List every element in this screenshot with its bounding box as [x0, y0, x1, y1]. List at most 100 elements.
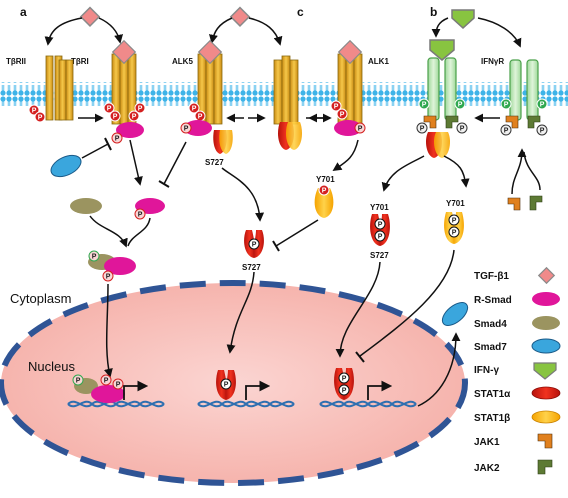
svg-text:P: P — [32, 108, 37, 115]
svg-text:P: P — [107, 106, 112, 113]
svg-text:P: P — [358, 126, 363, 133]
svg-text:P: P — [452, 218, 457, 225]
svg-text:P: P — [340, 112, 345, 119]
ifng-chevron-icon — [533, 362, 557, 380]
panel-label-a: a — [20, 5, 27, 19]
svg-text:P: P — [252, 242, 257, 249]
receptor-alk1-complex: P P P — [330, 39, 366, 136]
svg-text:P: P — [504, 128, 509, 135]
receptor-label-alk5: ALK5 — [172, 57, 193, 66]
jak2-hook-icon — [537, 459, 553, 475]
stat1-beta-dimer-b: P P — [444, 212, 464, 244]
rsmad-oval-icon — [532, 292, 560, 306]
legend-label-smad7: Smad7 — [474, 342, 507, 353]
svg-text:P: P — [132, 114, 137, 121]
svg-text:P: P — [452, 230, 457, 237]
svg-text:P: P — [138, 106, 143, 113]
svg-text:P: P — [422, 102, 427, 109]
svg-text:P: P — [420, 126, 425, 133]
svg-text:P: P — [116, 382, 121, 389]
svg-text:P: P — [460, 126, 465, 133]
svg-text:P: P — [504, 102, 509, 109]
legend-label-tgfb1: TGF-β1 — [474, 271, 509, 282]
smad4-oval-icon — [532, 316, 560, 330]
rsmad-phospho-a: P — [134, 198, 165, 220]
smad7-molecule-exported — [441, 302, 469, 326]
site-y701-dimer-b1: Y701 — [370, 203, 389, 212]
smad4-molecule-a — [70, 198, 102, 214]
svg-text:P: P — [92, 254, 97, 261]
legend-label-jak2: JAK2 — [474, 463, 500, 474]
stat1-alpha-dimer-b: P P — [370, 214, 390, 246]
svg-text:P: P — [104, 378, 109, 385]
receptor-label-tbrii: TβRII — [6, 57, 26, 66]
svg-text:P: P — [184, 126, 189, 133]
site-y701-monomer-c: Y701 — [316, 175, 335, 184]
receptor-label-tbri: TβRI — [71, 57, 89, 66]
stat1-dimer-nuclear-c: P — [216, 370, 236, 400]
jak1-hook-icon — [537, 433, 553, 449]
receptor-tbrii-a — [45, 55, 74, 121]
smad7-oval-icon — [531, 338, 561, 354]
svg-text:P: P — [378, 222, 383, 229]
svg-text:P: P — [76, 378, 81, 385]
svg-text:P: P — [38, 115, 43, 122]
legend-label-stat1b: STAT1β — [474, 413, 510, 424]
svg-text:P: P — [322, 188, 327, 195]
svg-text:P: P — [342, 376, 347, 383]
site-s727-alk5: S727 — [205, 158, 224, 167]
receptor-label-alk1: ALK1 — [368, 57, 389, 66]
tgfb1-ligand-a — [79, 6, 101, 27]
tgfb1-ligand-c — [229, 6, 251, 27]
legend-label-ifng: IFN-γ — [474, 365, 499, 376]
svg-text:P: P — [224, 382, 229, 389]
svg-text:P: P — [106, 274, 111, 281]
nucleus-label: Nucleus — [28, 359, 75, 374]
cytoplasm-label: Cytoplasm — [10, 291, 71, 306]
stat1b-shape-icon — [531, 410, 561, 424]
svg-text:P: P — [458, 102, 463, 109]
svg-text:P: P — [192, 106, 197, 113]
svg-text:P: P — [378, 234, 383, 241]
receptor-label-ifngr: IFNγR — [481, 57, 504, 66]
stat1-dimer-s727: P — [244, 230, 264, 258]
legend-label-smad4: Smad4 — [474, 319, 507, 330]
ifng-ligand-b — [451, 9, 475, 30]
dna-strand-b — [319, 400, 417, 408]
site-s727-dimer-b: S727 — [370, 251, 389, 260]
svg-text:P: P — [115, 136, 120, 143]
panel-label-b: b — [430, 5, 437, 19]
receptor-middle-unbound — [273, 55, 302, 150]
svg-text:P: P — [198, 114, 203, 121]
phospho-cluster-tbrii: P P — [28, 104, 46, 123]
svg-text:P: P — [540, 128, 545, 135]
tgfb1-diamond-icon — [537, 266, 556, 285]
svg-text:P: P — [540, 102, 545, 109]
smad-complex-a: P P — [88, 250, 136, 282]
receptor-tbri-complex-a: P P P P P — [103, 39, 146, 144]
site-s727-dimer-c: S727 — [242, 263, 261, 272]
legend-label-stat1a: STAT1α — [474, 389, 511, 400]
receptor-ifngr-complex-bound: P P P P — [416, 39, 468, 158]
legend-label-rsmad: R-Smad — [474, 295, 512, 306]
stat1b-phospho-monomer: P — [314, 184, 334, 218]
svg-text:P: P — [334, 104, 339, 111]
stat1a-shape-icon — [531, 386, 561, 400]
svg-text:P: P — [342, 388, 347, 395]
dna-strand-c — [197, 400, 295, 408]
receptor-ifngr-unbound: P P P P — [500, 59, 548, 136]
smad-complex-nuclear: P P P — [72, 374, 125, 403]
receptor-alk5-complex: P P P — [180, 39, 233, 154]
dna-strand-a — [67, 400, 165, 408]
site-y701-dimer-b2: Y701 — [446, 199, 465, 208]
stat1-dimer-nuclear-b: P P — [334, 368, 354, 400]
legend-label-jak1: JAK1 — [474, 437, 500, 448]
free-jak-pair — [507, 195, 543, 211]
svg-text:P: P — [138, 212, 143, 219]
panel-label-c: c — [297, 5, 304, 19]
smad7-molecule — [50, 154, 82, 178]
legend: TGF-β1 R-Smad Smad4 Smad7 IFN-γ STAT1α S… — [474, 266, 561, 475]
svg-text:P: P — [113, 114, 118, 121]
